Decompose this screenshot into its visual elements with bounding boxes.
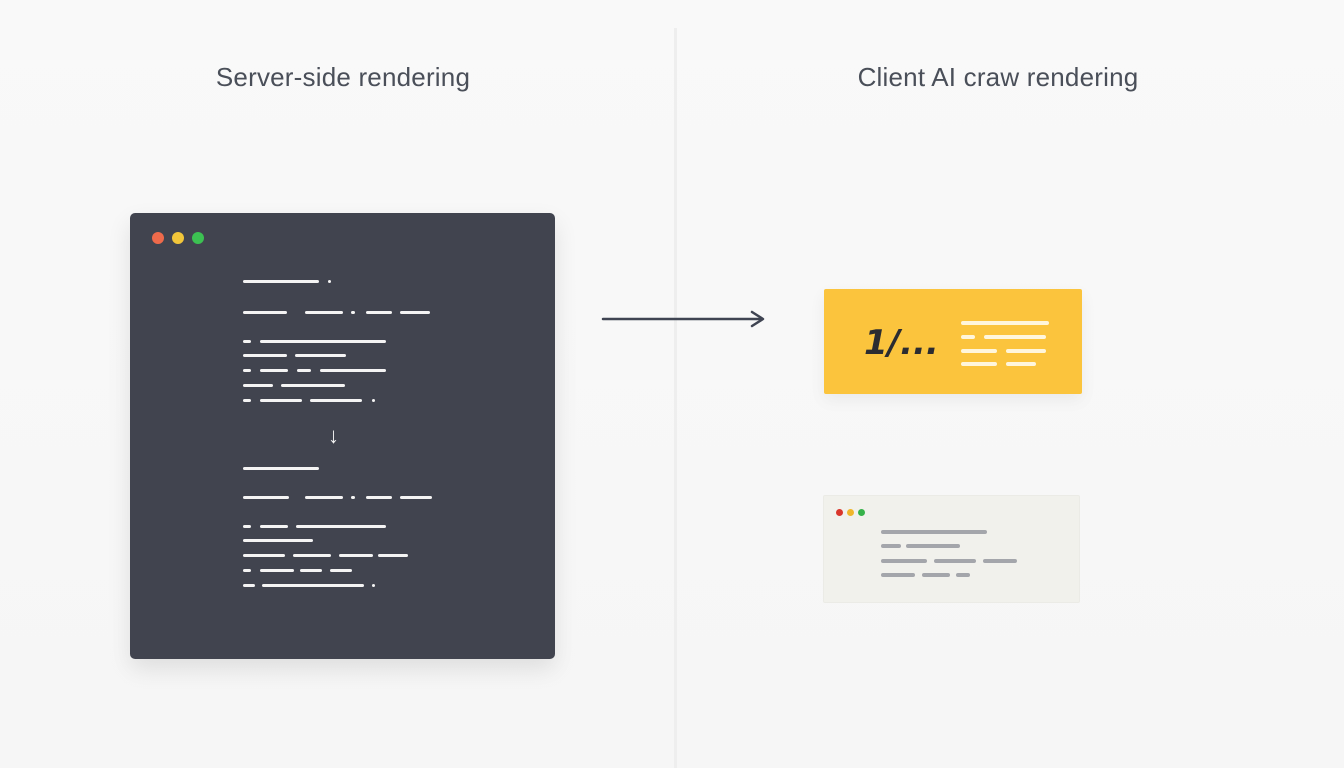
code-line: [378, 554, 408, 557]
code-line: [243, 340, 251, 343]
code-line: [260, 340, 386, 343]
code-line: [328, 280, 331, 283]
card-line: [961, 362, 997, 366]
code-line: [281, 384, 345, 387]
code-line: [339, 554, 373, 557]
close-dot-icon: [836, 509, 843, 516]
client-browser-window: [823, 495, 1080, 603]
content-line: [906, 544, 960, 548]
code-line: [305, 496, 343, 499]
minimize-dot-icon: [172, 232, 184, 244]
code-line: [330, 569, 352, 572]
maximize-dot-icon: [858, 509, 865, 516]
code-line: [243, 399, 251, 402]
code-line: [296, 525, 386, 528]
window-controls: [152, 232, 204, 244]
code-line: [400, 311, 430, 314]
window-controls: [836, 509, 865, 516]
rendered-result-card: 1/...: [824, 289, 1082, 394]
close-dot-icon: [152, 232, 164, 244]
content-line: [881, 530, 987, 534]
code-line: [260, 399, 302, 402]
content-line: [922, 573, 950, 577]
code-line: [372, 584, 375, 587]
code-line: [320, 369, 386, 372]
content-line: [881, 559, 927, 563]
code-line: [243, 369, 251, 372]
code-line: [243, 554, 285, 557]
code-line: [243, 525, 251, 528]
card-line: [1006, 349, 1046, 353]
content-line: [934, 559, 976, 563]
code-line: [351, 311, 355, 314]
code-line: [295, 354, 346, 357]
code-line: [243, 467, 319, 470]
code-line: [351, 496, 355, 499]
code-line: [310, 399, 362, 402]
card-line: [961, 321, 1049, 325]
code-line: [260, 369, 288, 372]
code-line: [262, 584, 364, 587]
section-divider: [674, 28, 677, 768]
code-line: [243, 496, 289, 499]
maximize-dot-icon: [192, 232, 204, 244]
card-line: [961, 349, 997, 353]
client-side-heading: Client AI craw rendering: [857, 62, 1139, 92]
minimize-dot-icon: [847, 509, 854, 516]
code-line: [260, 569, 294, 572]
code-line: [293, 554, 331, 557]
card-line: [984, 335, 1046, 339]
result-card-text: 1/...: [864, 323, 939, 363]
content-line: [881, 573, 915, 577]
content-line: [881, 544, 901, 548]
code-line: [260, 525, 288, 528]
code-line: [400, 496, 432, 499]
code-line: [243, 280, 319, 283]
code-line: [243, 539, 313, 542]
code-line: [366, 311, 392, 314]
server-code-window: ↓: [130, 213, 555, 659]
code-line: [297, 369, 311, 372]
code-line: [243, 311, 287, 314]
code-line: [243, 584, 255, 587]
server-side-heading: Server-side rendering: [215, 62, 471, 92]
code-line: [243, 569, 251, 572]
code-line: [372, 399, 375, 402]
right-arrow-icon: [601, 310, 765, 328]
code-line: [243, 384, 273, 387]
code-line: [243, 354, 287, 357]
card-line: [961, 335, 975, 339]
card-line: [1006, 362, 1036, 366]
down-arrow-icon: ↓: [328, 423, 339, 448]
code-line: [300, 569, 322, 572]
content-line: [983, 559, 1017, 563]
code-line: [305, 311, 343, 314]
content-line: [956, 573, 970, 577]
code-line: [366, 496, 392, 499]
